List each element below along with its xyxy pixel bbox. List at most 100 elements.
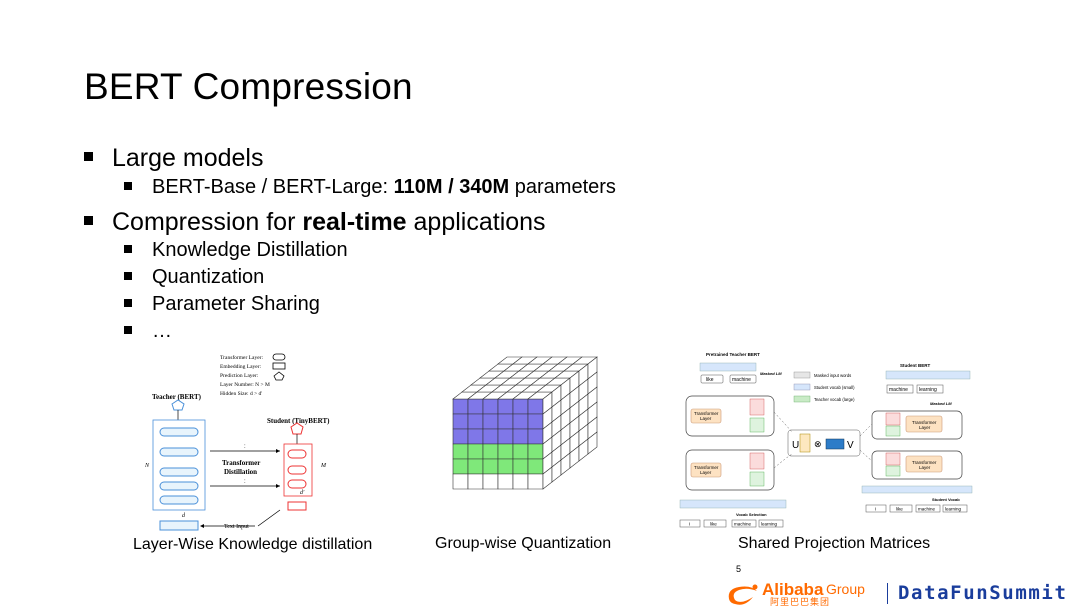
cube-front-cell [497, 443, 514, 460]
student-token-machine: machine [918, 507, 936, 512]
cube-front-cell [482, 458, 499, 475]
legend-hidden-size: Hidden Size: d > d' [220, 391, 262, 397]
cube-front-cell [527, 443, 544, 460]
cube-front-cell [482, 443, 499, 460]
slide-title: BERT Compression [84, 66, 413, 107]
student-vocab-label: Student Vocab [932, 497, 960, 502]
alibaba-group-text: Group [826, 581, 865, 597]
cube-front-cell [452, 413, 469, 430]
datafun-logo: DataFunSummit [898, 582, 1068, 604]
teacher-word-machine: machine [732, 377, 751, 383]
cube-front-cell [512, 458, 529, 475]
shared-projection-figure: Pretrained Teacher BERT Student BERT lik… [679, 352, 973, 528]
cube-front-cell [497, 473, 514, 490]
bullet-marker [124, 244, 132, 253]
cube-front-cell [527, 413, 544, 430]
bullet-marker [84, 215, 93, 225]
legend-masked-words: Masked input words [814, 373, 851, 378]
alibaba-wordmark: Alibaba [762, 580, 824, 599]
caption-middle: Group-wise Quantization [435, 535, 612, 552]
input-token-i: I [689, 522, 690, 527]
footer-divider [887, 583, 888, 604]
matrix-v-label: V [847, 440, 854, 451]
teacher-layer-top-2: Layer [700, 416, 712, 421]
bullet-marker [124, 325, 132, 334]
student-token-learning: learning [945, 507, 962, 512]
bullet-marker [84, 151, 93, 161]
bullet-marker [124, 271, 132, 280]
student-layer-top-2: Layer [919, 425, 931, 430]
legend-prediction-layer: Prediction Layer: [220, 373, 259, 379]
cube-front-cell [482, 428, 499, 445]
teacher-masked-lm: Masked LM [760, 371, 782, 376]
student-layer-bottom-1: Transformer [912, 460, 937, 465]
cube-front-cell [497, 413, 514, 430]
distill-label-1: Transformer [222, 459, 260, 467]
cube-front-cell [497, 398, 514, 415]
matrix-u-label: U [792, 440, 799, 451]
tinybert-figure: Transformer Layer: Embedding Layer: Pred… [144, 353, 330, 531]
cube-front-cell [512, 473, 529, 490]
student-token-i: I [875, 507, 876, 512]
legend-embedding-layer: Embedding Layer: [220, 364, 262, 370]
student-label: Student (TinyBERT) [267, 417, 330, 425]
bullet-quantization: Quantization [124, 266, 264, 289]
cube-front-cell [512, 398, 529, 415]
cube-front-cell [512, 443, 529, 460]
caption-left: Layer-Wise Knowledge distillation [133, 536, 373, 553]
cube-front-cell [527, 428, 544, 445]
bullet-marker [124, 298, 132, 307]
caption-right: Shared Projection Matrices [738, 535, 931, 552]
cube-front-cell [512, 428, 529, 445]
cube-front-cell [482, 398, 499, 415]
teacher-word-like: like [706, 377, 714, 383]
teacher-layer-bottom-2: Layer [700, 470, 712, 475]
legend-teacher-vocab: Teacher vocab (large) [814, 397, 855, 402]
alibaba-swoosh-icon [728, 584, 758, 605]
cube-front-cell [497, 458, 514, 475]
cube-front-cell [452, 458, 469, 475]
legend-student-vocab: Student vocab (small) [814, 385, 855, 390]
student-layer-bottom-2: Layer [919, 465, 931, 470]
teacher-d-label: d [182, 513, 186, 519]
input-token-learning: learning [761, 522, 778, 527]
student-masked-lm: Masked LM [930, 401, 952, 406]
student-layer-top-1: Transformer [912, 420, 937, 425]
cube-front-cell [452, 398, 469, 415]
cube-front-cell [482, 473, 499, 490]
student-dprime-label: d' [300, 490, 305, 496]
teacher-n-label: N [144, 463, 150, 469]
cube-front-cell [452, 428, 469, 445]
teacher-layer-bottom-1: Transformer [694, 465, 719, 470]
legend-transformer-layer: Transformer Layer: [220, 354, 263, 361]
cube-front-cell [497, 428, 514, 445]
legend-layer-number: Layer Number: N > M [220, 382, 270, 388]
cube-front-cell [467, 473, 484, 490]
cube-front-cell [467, 443, 484, 460]
input-token-like: like [710, 522, 717, 527]
teacher-title: Pretrained Teacher BERT [706, 352, 760, 357]
quantization-cube [452, 356, 598, 490]
cube-front-cell [452, 443, 469, 460]
cube-right-cell [587, 431, 598, 455]
vocab-selection-label: Vocab Selection [736, 512, 767, 517]
distill-label-2: Distillation [224, 468, 257, 476]
otimes-symbol: ⊗ [814, 439, 822, 449]
student-m-label: M [320, 463, 327, 469]
cube-front-cell [467, 458, 484, 475]
bullet-large-models: Large models [84, 144, 263, 173]
cube-front-cell [482, 413, 499, 430]
bullet-compression: Compression for real-time applications [84, 208, 546, 237]
distill-dots-top: : [244, 444, 246, 450]
cube-front-cell [467, 428, 484, 445]
bullet-knowledge-distillation: Knowledge Distillation [124, 239, 348, 262]
input-token-machine: machine [734, 522, 752, 527]
cube-front-cell [452, 473, 469, 490]
student-word-machine: machine [889, 387, 908, 393]
bullet-marker [124, 181, 132, 190]
teacher-layer-top-1: Transformer [694, 411, 719, 416]
alibaba-cn-text: 阿里巴巴集团 [770, 597, 831, 607]
page-number: 5 [736, 564, 742, 574]
bullet-ellipsis: … [124, 320, 172, 343]
cube-front-cell [512, 413, 529, 430]
